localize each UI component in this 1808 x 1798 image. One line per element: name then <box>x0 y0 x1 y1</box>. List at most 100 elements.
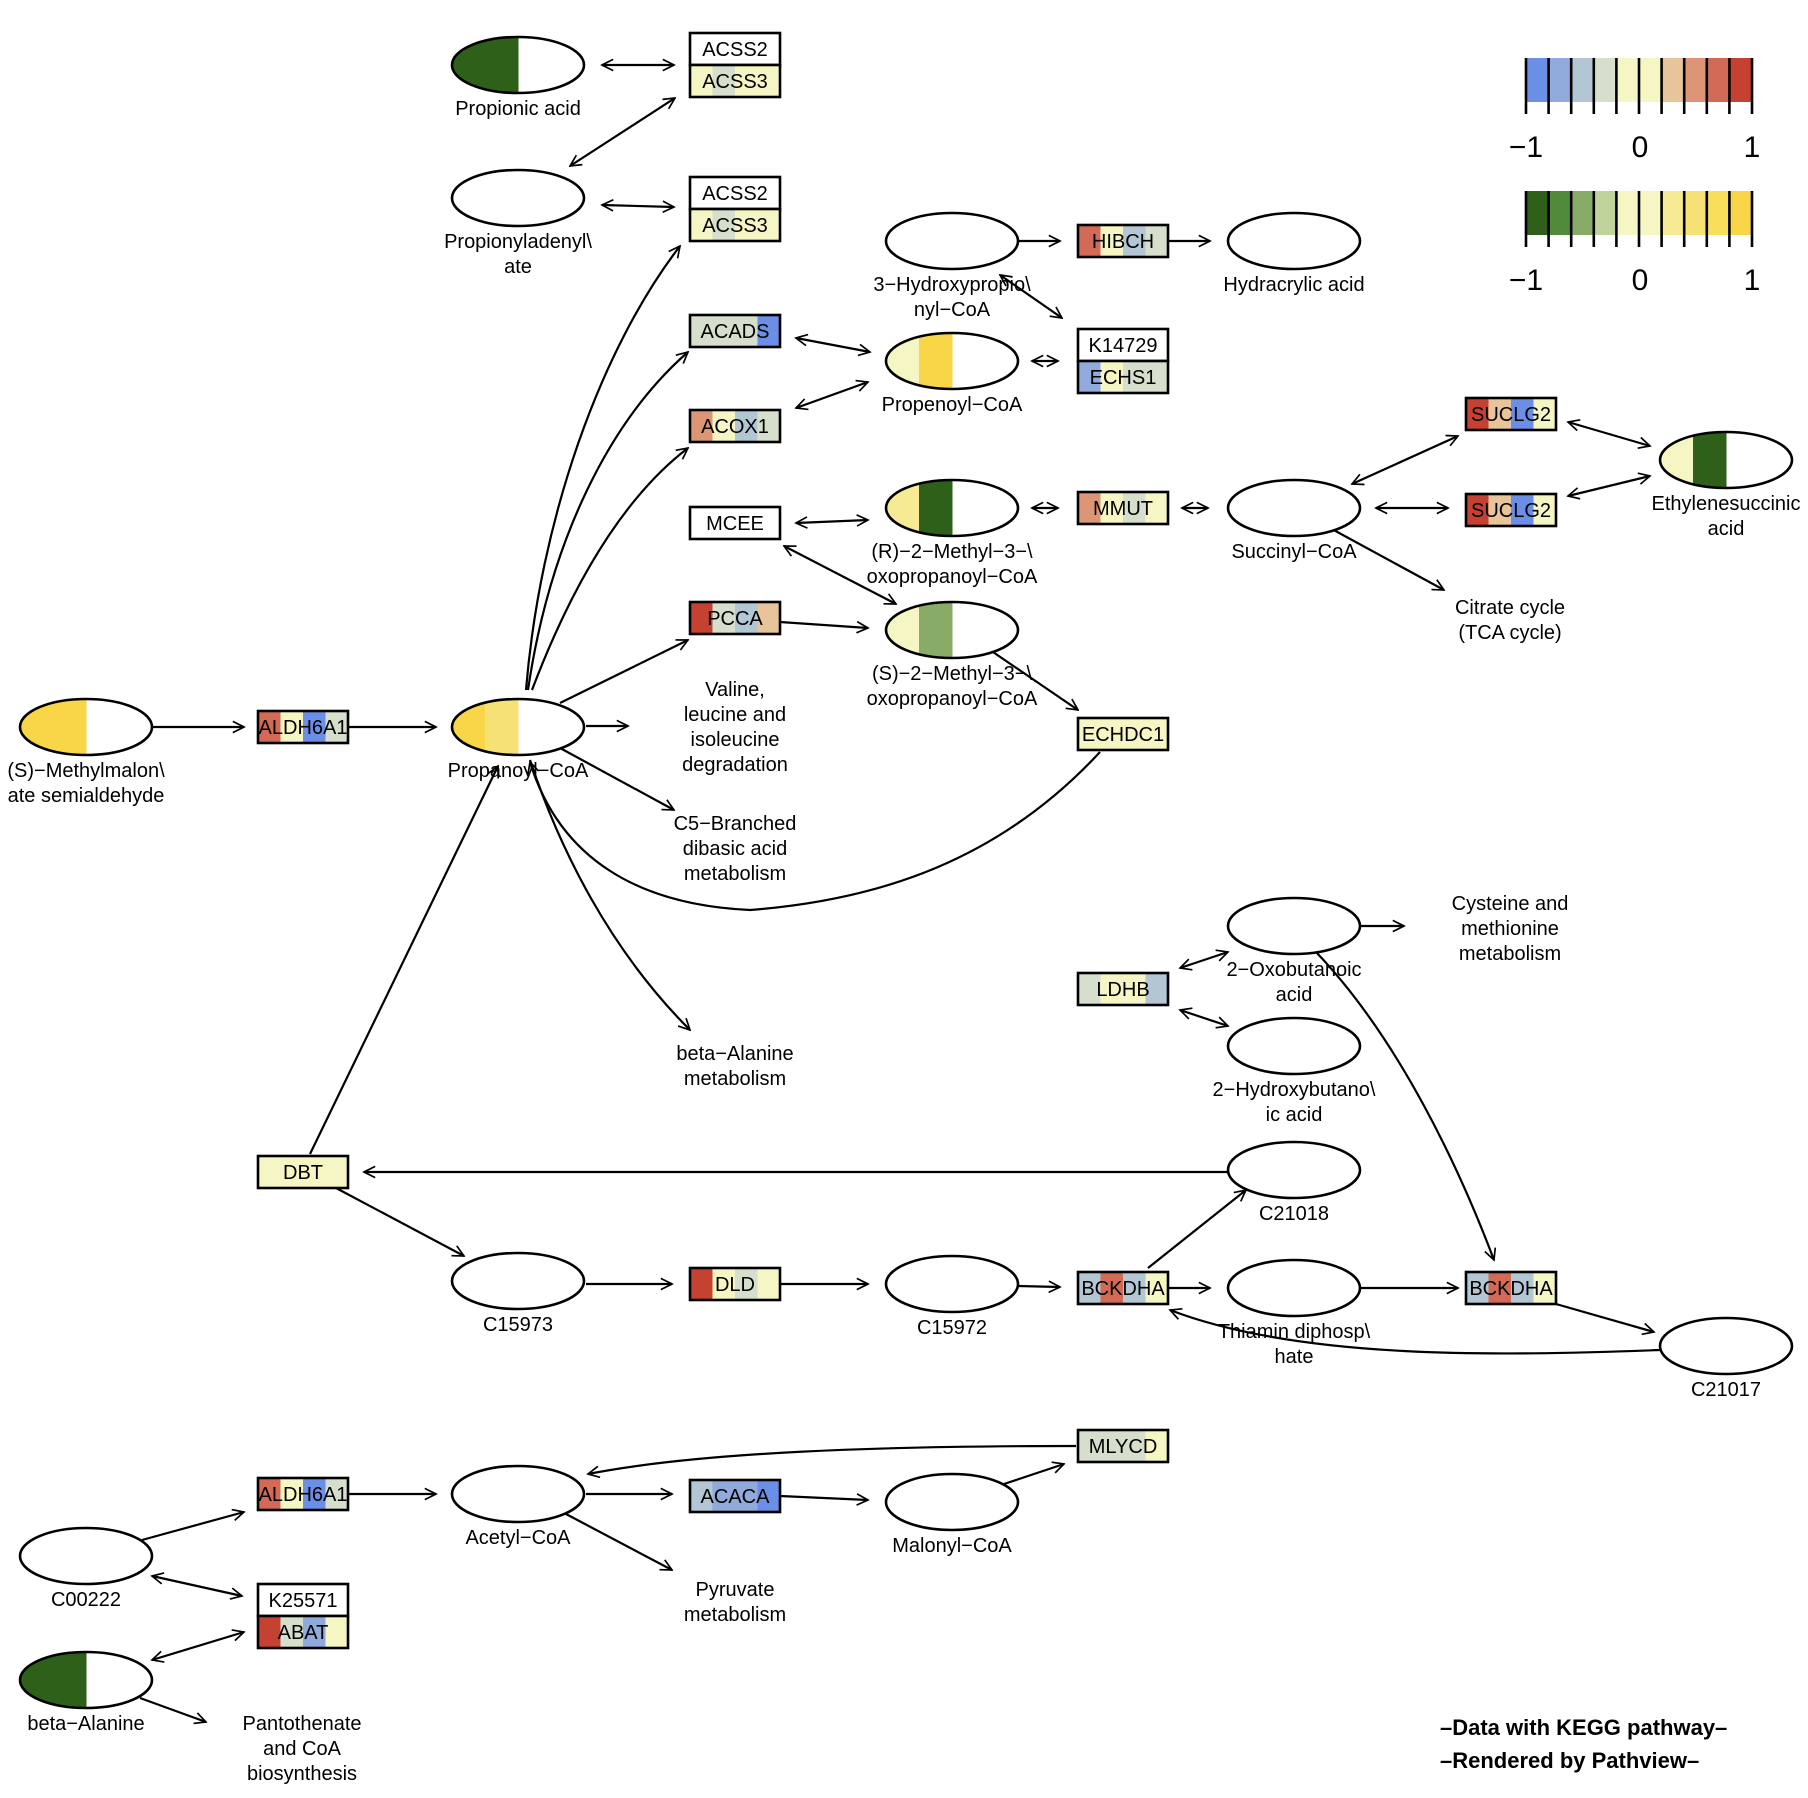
gene-suclg2-b[interactable]: SUCLG2 <box>1464 492 1558 528</box>
compound-ellipse <box>884 478 1020 538</box>
edge <box>1568 422 1650 446</box>
gene-value-segment <box>1078 361 1101 393</box>
gene-value-segment <box>1078 1430 1101 1462</box>
compound-thiamin-diphosphate[interactable]: Thiamin diphosp\hate <box>1218 1258 1371 1368</box>
gene-value-segment <box>735 1268 758 1300</box>
gene-acss2-b[interactable]: ACSS2 <box>688 175 782 211</box>
compound-ellipse <box>450 697 586 757</box>
compound-succinyl-coa[interactable]: Succinyl−CoA <box>1226 478 1362 563</box>
compound-hydroxypropionyl-coa[interactable]: 3−Hydroxypropio\ nyl−CoA <box>873 211 1031 321</box>
compound-hydracrylic-acid[interactable]: Hydracrylic acid <box>1223 211 1365 296</box>
compound-c21018[interactable]: C21018 <box>1226 1140 1362 1225</box>
edge <box>1170 1310 1661 1355</box>
pathway-label: Pyruvate <box>696 1579 775 1601</box>
compound-propionyladenylate[interactable]: Propionyladenyl\ate <box>444 168 592 278</box>
gene-suclg2-a[interactable]: SUCLG2 <box>1464 396 1558 432</box>
gene-legend-mid: 0 <box>1632 131 1649 164</box>
gene-echs1[interactable]: ECHS1 <box>1076 359 1170 395</box>
gene-label: SUCLG2 <box>1471 404 1551 426</box>
compound-s-methylmalonate-semialdehyde[interactable]: (S)−Methylmalon\ate semialdehyde <box>7 697 165 807</box>
edge <box>530 751 1101 912</box>
compound-label: Propanoyl−CoA <box>448 760 589 782</box>
gene-aldh6a1-a[interactable]: ALDH6A1 <box>256 709 350 745</box>
gene-aldh6a1-b[interactable]: ALDH6A1 <box>256 1476 350 1512</box>
gene-value-segment <box>757 1268 781 1300</box>
pathway-label: biosynthesis <box>247 1763 357 1785</box>
gene-abat[interactable]: ABAT <box>256 1614 350 1650</box>
gene-box <box>1076 971 1170 1007</box>
compound-ellipse <box>1226 896 1362 956</box>
gene-bckdha-a[interactable]: BCKDHA <box>1076 1270 1170 1306</box>
gene-k25571[interactable]: K25571 <box>256 1582 350 1618</box>
compound-c15972[interactable]: C15972 <box>884 1254 1020 1339</box>
gene-mlycd[interactable]: MLYCD <box>1076 1428 1170 1464</box>
gene-box <box>256 709 350 745</box>
compound-label: ate <box>504 256 532 278</box>
compound-legend-max: 1 <box>1744 264 1761 297</box>
gene-box <box>688 600 782 636</box>
compound-label: 3−Hydroxypropio\ <box>873 274 1031 296</box>
gene-mcee[interactable]: MCEE <box>688 505 782 541</box>
edge <box>1352 436 1458 484</box>
gene-mmut[interactable]: MMUT <box>1076 490 1170 526</box>
compound-malonyl-coa[interactable]: Malonyl−CoA <box>884 1472 1020 1557</box>
compound-label: C21017 <box>1691 1379 1761 1401</box>
gene-ldhb[interactable]: LDHB <box>1076 971 1170 1007</box>
gene-value-segment <box>280 1156 304 1188</box>
gene-dbt[interactable]: DBT <box>256 1154 350 1190</box>
legend-swatch <box>1593 58 1617 102</box>
compound-propenoyl-coa[interactable]: Propenoyl−CoA <box>882 331 1023 416</box>
compound-c00222[interactable]: C00222 <box>18 1526 154 1611</box>
compound-hydroxybutanoic-acid[interactable]: 2−Hydroxybutano\ic acid <box>1213 1016 1376 1126</box>
gene-value-segment <box>303 1616 326 1648</box>
gene-acads[interactable]: ACADS <box>688 313 782 349</box>
gene-value-segment <box>1100 718 1124 750</box>
compound-beta-alanine[interactable]: beta−Alanine <box>18 1650 154 1735</box>
gene-box <box>1076 1428 1170 1464</box>
gene-acss2-a[interactable]: ACSS2 <box>688 31 782 67</box>
compound-r-methyl-oxopropanoyl-coa[interactable]: (R)−2−Methyl−3−\oxopropanoyl−CoA <box>867 478 1038 588</box>
gene-acss3-b[interactable]: ACSS3 <box>688 207 782 243</box>
compound-s-methyl-oxopropanoyl-coa[interactable]: (S)−2−Methyl−3−\oxopropanoyl−CoA <box>867 600 1038 710</box>
compound-label: nyl−CoA <box>914 299 991 321</box>
pathway-citrate-cycle[interactable]: Citrate cycle(TCA cycle) <box>1455 597 1565 644</box>
gene-hibch[interactable]: HIBCH <box>1076 223 1170 259</box>
gene-acox1[interactable]: ACOX1 <box>688 408 782 444</box>
gene-box <box>688 408 782 444</box>
gene-value-segment <box>1078 225 1101 257</box>
gene-dld[interactable]: DLD <box>688 1266 782 1302</box>
compound-propanoyl-coa[interactable]: Propanoyl−CoA <box>448 697 589 782</box>
compound-propionic-acid[interactable]: Propionic acid <box>450 35 586 120</box>
edge <box>152 1632 244 1660</box>
edge <box>1180 1010 1228 1026</box>
gene-value-segment <box>303 711 326 743</box>
gene-label: ABAT <box>278 1622 329 1644</box>
edge <box>565 1513 672 1571</box>
gene-acaca[interactable]: ACACA <box>688 1478 782 1514</box>
gene-echdc1[interactable]: ECHDC1 <box>1076 716 1170 752</box>
compound-label: C00222 <box>51 1589 121 1611</box>
gene-k14729[interactable]: K14729 <box>1076 327 1170 363</box>
gene-value-segment <box>1100 225 1124 257</box>
edge <box>530 448 688 691</box>
gene-acss3-a[interactable]: ACSS3 <box>688 63 782 99</box>
gene-bckdha-b[interactable]: BCKDHA <box>1464 1270 1558 1306</box>
gene-color-scale <box>1524 58 1754 114</box>
compound-c21017[interactable]: C21017 <box>1658 1316 1794 1401</box>
gene-label: MLYCD <box>1089 1436 1158 1458</box>
compound-acetyl-coa[interactable]: Acetyl−CoA <box>450 1464 586 1549</box>
edge <box>1555 1302 1654 1332</box>
gene-pcca[interactable]: PCCA <box>688 600 782 636</box>
gene-value-segment <box>1078 492 1101 524</box>
edge <box>528 759 690 1030</box>
compound-c15973[interactable]: C15973 <box>450 1251 586 1336</box>
